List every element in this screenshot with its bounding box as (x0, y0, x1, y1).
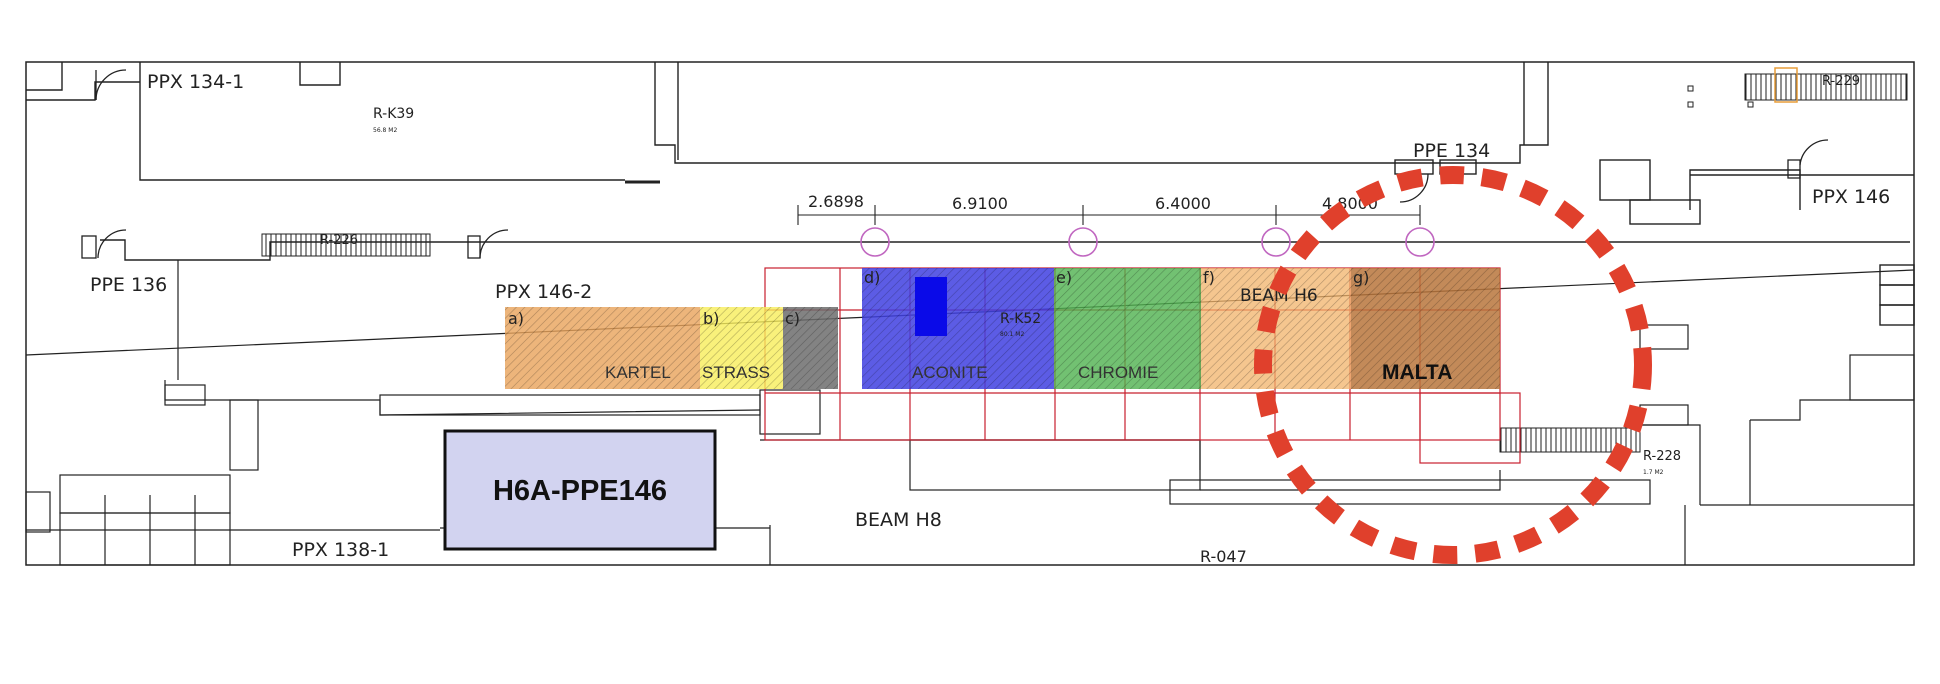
focus-circle (1254, 166, 1652, 564)
dimension-line (797, 205, 1421, 225)
dimension-1: 2.6898 (808, 192, 864, 211)
stair-r229 (1744, 73, 1908, 101)
zone-aconite-letter: d) (864, 268, 880, 287)
zone-strass-name: STRASS (702, 363, 770, 382)
label-r-k52: R-K52 (1000, 311, 1041, 327)
zone-aconite-name: ACONITE (912, 363, 988, 382)
r229-marker (1774, 67, 1798, 103)
stair-r226 (261, 233, 431, 257)
zone-c[interactable]: c) (783, 307, 838, 389)
label-r-228-area: 1.7 M2 (1643, 469, 1664, 476)
label-r-228: R-228 (1643, 449, 1681, 464)
label-ppx-146-2: PPX 146-2 (495, 281, 592, 303)
zone-kartel[interactable]: a) KARTEL (505, 307, 700, 389)
zone-aconite[interactable]: d) ACONITE (862, 268, 1054, 389)
label-beam-h8: BEAM H8 (855, 509, 942, 531)
small-markers (1687, 85, 1754, 108)
zone-kartel-letter: a) (508, 309, 524, 328)
label-r-k52-area: 80.1 M2 (1000, 331, 1024, 338)
label-r-k39: R-K39 (373, 106, 414, 122)
label-r-226: R-226 (320, 233, 358, 248)
label-r-047: R-047 (1200, 547, 1247, 566)
zone-strass[interactable]: b) STRASS (700, 307, 783, 389)
label-beam-h6: BEAM H6 (1240, 286, 1318, 306)
zone-chromie[interactable]: e) CHROMIE (1054, 268, 1201, 389)
pillar-circles (860, 227, 1435, 257)
zone-kartel-name: KARTEL (605, 363, 671, 382)
dimension-3: 6.4000 (1155, 194, 1211, 213)
h6a-ppe146-rect (443, 429, 717, 551)
label-r-k39-area: 56.8 M2 (373, 127, 397, 134)
zone-malta-name: MALTA (1382, 361, 1452, 384)
label-ppx-138-1: PPX 138-1 (292, 539, 389, 561)
zone-chromie-name: CHROMIE (1078, 363, 1158, 382)
zone-strass-letter: b) (703, 309, 719, 328)
zone-malta[interactable]: g) MALTA (1351, 268, 1500, 389)
aconite-block (915, 277, 947, 336)
label-ppx-146: PPX 146 (1812, 186, 1890, 208)
stair-r228 (1499, 427, 1641, 453)
zone-c-letter: c) (785, 309, 800, 328)
zone-chromie-letter: e) (1056, 268, 1072, 287)
dimension-2: 6.9100 (952, 194, 1008, 213)
door-symbols (81, 69, 1829, 259)
zone-malta-letter: g) (1353, 268, 1369, 287)
label-r-229: R-229 (1822, 74, 1860, 89)
h6a-ppe146-box[interactable]: H6A-PPE146 (443, 429, 717, 551)
label-ppx-134-1: PPX 134-1 (147, 71, 244, 93)
zone-f-letter: f) (1203, 268, 1215, 287)
label-ppe-136: PPE 136 (90, 274, 167, 296)
h6a-ppe146-label: H6A-PPE146 (493, 475, 667, 507)
label-ppe-134: PPE 134 (1413, 140, 1490, 162)
